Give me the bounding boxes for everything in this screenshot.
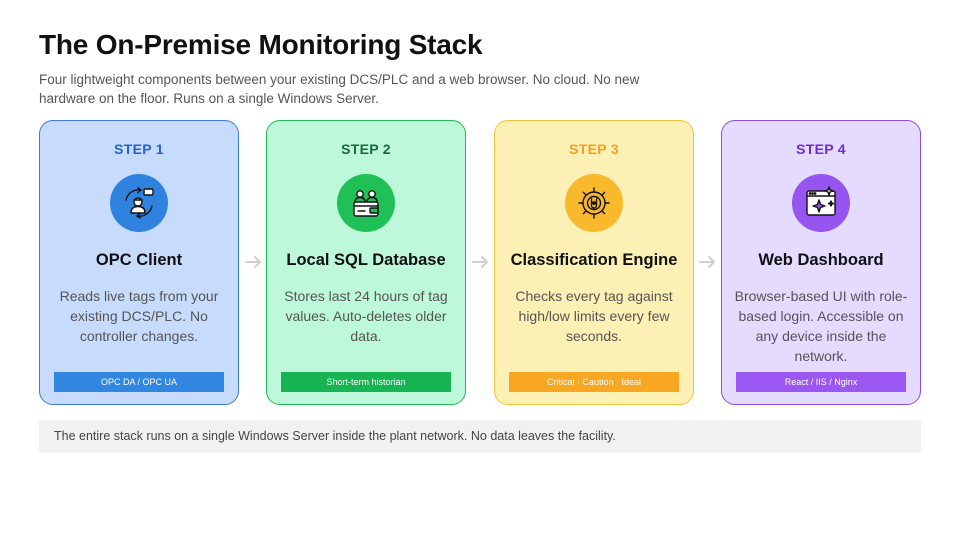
page-title: The On-Premise Monitoring Stack — [39, 29, 483, 60]
step-title: Classification Engine — [510, 251, 678, 269]
footer-note: The entire stack runs on a single Window… — [39, 420, 921, 453]
step-label: STEP 4 — [796, 141, 846, 157]
arrow-right-icon — [245, 256, 261, 268]
step-title: Local SQL Database — [286, 251, 446, 269]
step-tag: React / IIS / Nginx — [736, 372, 906, 392]
browser-sparkle-icon — [792, 174, 850, 232]
step-card-opc-client: STEP 1 OPC Client Reads live tags from y… — [39, 120, 239, 405]
arrow-right-icon — [699, 256, 715, 268]
arrow-right-icon — [472, 256, 488, 268]
step-card-sql-database: STEP 2 Local SQL Database Stores last 24… — [266, 120, 466, 405]
step-label: STEP 3 — [569, 141, 619, 157]
step-tag: Critical · Caution · Ideal — [509, 372, 679, 392]
step-title: Web Dashboard — [758, 251, 884, 269]
page-subtitle: Four lightweight components between your… — [39, 72, 640, 106]
gear-engine-icon — [565, 174, 623, 232]
step-card-web-dashboard: STEP 4 Web Dashboard Browser-based UI wi… — [721, 120, 921, 405]
step-label: STEP 1 — [114, 141, 164, 157]
step-tag: OPC DA / OPC UA — [54, 372, 224, 392]
step-title: OPC Client — [95, 251, 183, 269]
step-label: STEP 2 — [341, 141, 391, 157]
step-card-classification-engine: STEP 3 Classification Engine Checks ever… — [494, 120, 694, 405]
step-description: Stores last 24 hours of tag values. Auto… — [284, 288, 448, 344]
step-tag: Short-term historian — [281, 372, 451, 392]
step-description: Browser-based UI with role-based login. … — [734, 288, 908, 364]
operator-sync-icon — [110, 174, 168, 232]
step-description: Checks every tag against high/low limits… — [515, 288, 673, 344]
step-description: Reads live tags from your existing DCS/P… — [59, 288, 219, 344]
database-users-icon — [337, 174, 395, 232]
